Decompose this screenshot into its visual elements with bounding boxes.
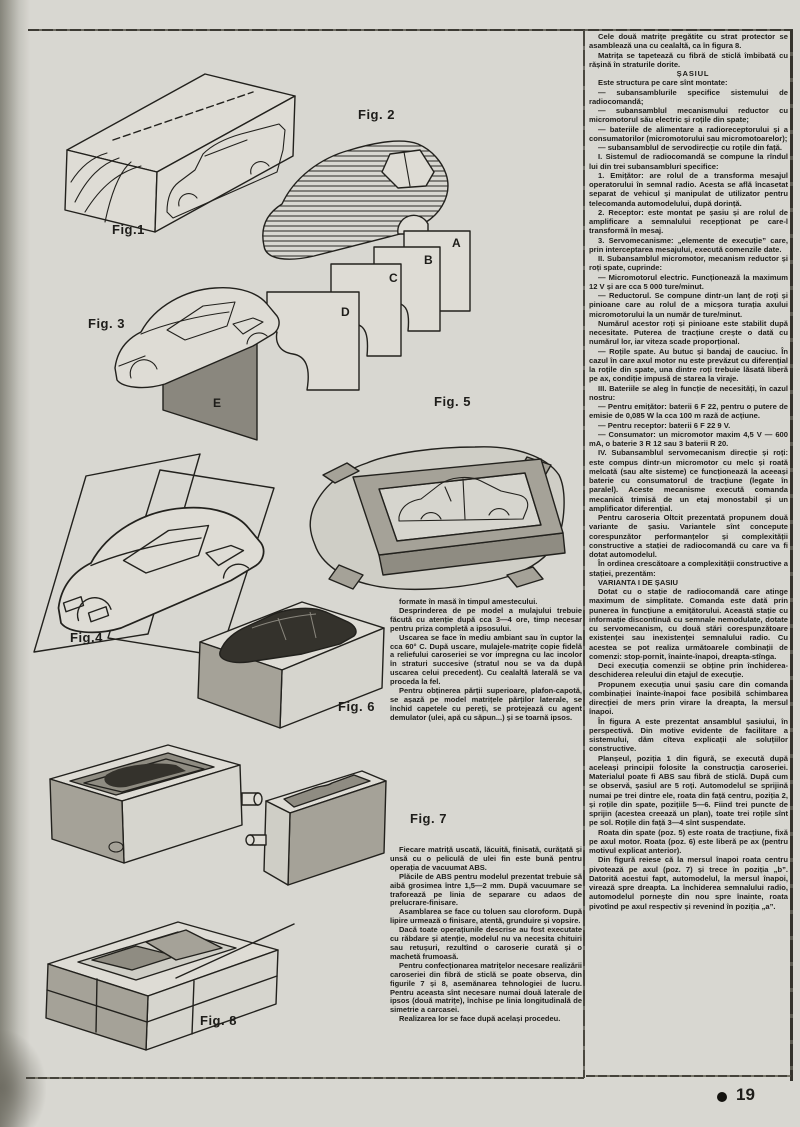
paragraph: Asamblarea se face cu toluen sau clorofo… bbox=[390, 907, 582, 926]
car-body bbox=[114, 287, 280, 389]
paragraph: — Consumator: un micromotor maxim 4,5 V … bbox=[589, 429, 788, 448]
wheel-arch bbox=[397, 214, 429, 235]
left-text-column-top: formate în masă în timpul amestecului.De… bbox=[390, 598, 582, 798]
figure-3-label: Fig. 3 bbox=[88, 316, 125, 331]
mold-half-left bbox=[49, 744, 263, 864]
template-letter-c: C bbox=[389, 271, 398, 285]
paragraph: Planșeul, poziția 1 din figură, se execu… bbox=[589, 753, 788, 828]
car-silhouette bbox=[166, 123, 286, 219]
paragraph: Matrița se tapetează cu fibră de sticlă … bbox=[589, 50, 788, 69]
right-text-column: Cele două matrițe pregătite cu strat pro… bbox=[589, 32, 788, 1074]
car-window bbox=[381, 149, 435, 189]
template-card-d bbox=[266, 291, 360, 391]
template-cards-drawing bbox=[266, 230, 471, 391]
figure-7-drawing bbox=[49, 744, 387, 886]
paragraph: — bateriile de alimentare a radiorecepto… bbox=[589, 124, 788, 143]
paragraph: VARIANTA I DE ȘASIU bbox=[598, 577, 679, 587]
paragraph: Pentru confecționarea matrițelor necesar… bbox=[390, 960, 582, 1015]
paragraph: Pentru obținerea părții superioare, plaf… bbox=[390, 686, 582, 722]
left-text-column-bottom: Fiecare matriță uscată, lăcuită, finisat… bbox=[390, 846, 582, 1078]
paragraph: Dotat cu o stație de radiocomandă care a… bbox=[589, 587, 788, 661]
paragraph: — Pentru emițător: baterii 6 F 22, pentr… bbox=[589, 402, 788, 421]
mold-channel bbox=[283, 774, 371, 808]
paragraph: Fiecare matriță uscată, lăcuită, finisat… bbox=[390, 846, 582, 872]
section-plane-front bbox=[33, 453, 201, 653]
car-cavity bbox=[219, 607, 357, 664]
template-letter-b: B bbox=[424, 253, 433, 267]
figure-6-label: Fig. 6 bbox=[338, 699, 375, 714]
paragraph: În ordinea crescătoare a complexității c… bbox=[589, 559, 788, 578]
paragraph: 1. Emițător: are rolul de a transforma m… bbox=[589, 170, 788, 208]
page-number-dot bbox=[717, 1092, 727, 1102]
paragraph: — Roțile spate. Au butuc și bandaj de ca… bbox=[589, 346, 788, 384]
figure-4-label: Fig.4 bbox=[70, 630, 103, 645]
paragraph: — subansamblul de servodirecție cu roțil… bbox=[598, 143, 782, 152]
mold-half-right bbox=[245, 770, 387, 886]
paragraph: — Micromotorul electric. Funcționează la… bbox=[589, 272, 788, 291]
paragraph: Deci execuția comenzii se obține prin în… bbox=[589, 661, 788, 680]
template-letter-e: E bbox=[213, 396, 222, 410]
paragraph: Desprinderea de pe model a mulajului tre… bbox=[390, 605, 582, 633]
paragraph: II. Subansamblul micromotor, mecanism re… bbox=[589, 254, 788, 273]
paragraph: ȘASIUL bbox=[676, 69, 710, 78]
paragraph: — Reductorul. Se compune dintr-un lanț d… bbox=[589, 291, 788, 319]
paragraph: Roata din spate (poz. 5) este roata de t… bbox=[589, 827, 788, 856]
car-profile bbox=[398, 476, 529, 522]
paragraph: — Pentru receptor: baterii 6 F 22 9 V. bbox=[598, 420, 731, 430]
template-letter-d: D bbox=[341, 305, 350, 319]
template-letter-a: A bbox=[452, 236, 461, 250]
paragraph: IV. Subansamblul servomecanism direcție … bbox=[589, 448, 788, 513]
mold-seams bbox=[46, 975, 278, 1035]
paragraph: Este structura pe care sînt montate: bbox=[598, 78, 728, 88]
paragraph: Dacă toate operațiunile descrise au fost… bbox=[390, 925, 582, 961]
figure-2-label: Fig. 2 bbox=[358, 107, 395, 122]
car-body bbox=[57, 506, 265, 634]
paragraph: I. Sistemul de radiocomandă se compune l… bbox=[589, 152, 788, 171]
paragraph: Plăcile de ABS pentru modelul prezentat … bbox=[390, 871, 582, 908]
paragraph: III. Bateriile se aleg în funcție de nec… bbox=[589, 383, 788, 402]
bottom-rule-left bbox=[26, 1077, 584, 1079]
alignment-peg bbox=[241, 792, 263, 806]
figure-8-label: Fig. 8 bbox=[200, 1013, 237, 1028]
paragraph: În figura A este prezentat ansamblul șas… bbox=[589, 716, 788, 754]
figure-5-drawing bbox=[309, 446, 566, 591]
axle-rod bbox=[175, 923, 295, 979]
figure-1-drawing bbox=[64, 73, 296, 233]
figure-7-label: Fig. 7 bbox=[410, 811, 447, 826]
paragraph: — subansamblul mecanismului reductor cu … bbox=[589, 106, 788, 125]
paragraph: Cele două matrițe pregătite cu strat pro… bbox=[589, 32, 788, 51]
alignment-peg bbox=[245, 834, 267, 846]
paragraph: 3. Servomecanisme: „elemente de execuție… bbox=[589, 235, 788, 254]
figure-5-label: Fig. 5 bbox=[434, 394, 471, 409]
figure-8-drawing bbox=[45, 921, 295, 1051]
scan-edge-shadow bbox=[0, 0, 30, 1127]
paragraph: 2. Receptor: este montat pe șasiu și are… bbox=[589, 207, 788, 236]
column-rule-left bbox=[583, 30, 585, 1078]
paragraph: Realizarea lor se face după același proc… bbox=[399, 1014, 561, 1024]
top-rule bbox=[28, 29, 793, 31]
paragraph: formate în masă în timpul amestecului. bbox=[399, 598, 538, 606]
figure-6-drawing bbox=[197, 601, 385, 729]
paragraph: Din figură reiese că la mersul înapoi ro… bbox=[589, 855, 788, 911]
paragraph: Propunem execuția unui șasiu care din co… bbox=[589, 679, 788, 717]
bottom-rule-right bbox=[586, 1075, 791, 1077]
page-number: 19 bbox=[736, 1085, 755, 1104]
column-rule-right bbox=[790, 30, 793, 1081]
paragraph: Numărul acestor roți și pinioane este st… bbox=[589, 318, 788, 347]
figure-1-label: Fig.1 bbox=[112, 222, 145, 237]
paragraph: — subansamblurile specifice sistemului d… bbox=[589, 87, 788, 106]
paragraph: Uscarea se face în mediu ambiant sau în … bbox=[390, 632, 582, 687]
paragraph: Pentru caroseria Oltcit prezentată propu… bbox=[589, 513, 788, 559]
mold-template-arcs bbox=[70, 152, 142, 223]
figure-3-drawing bbox=[114, 287, 280, 441]
mold-frame bbox=[352, 458, 564, 556]
